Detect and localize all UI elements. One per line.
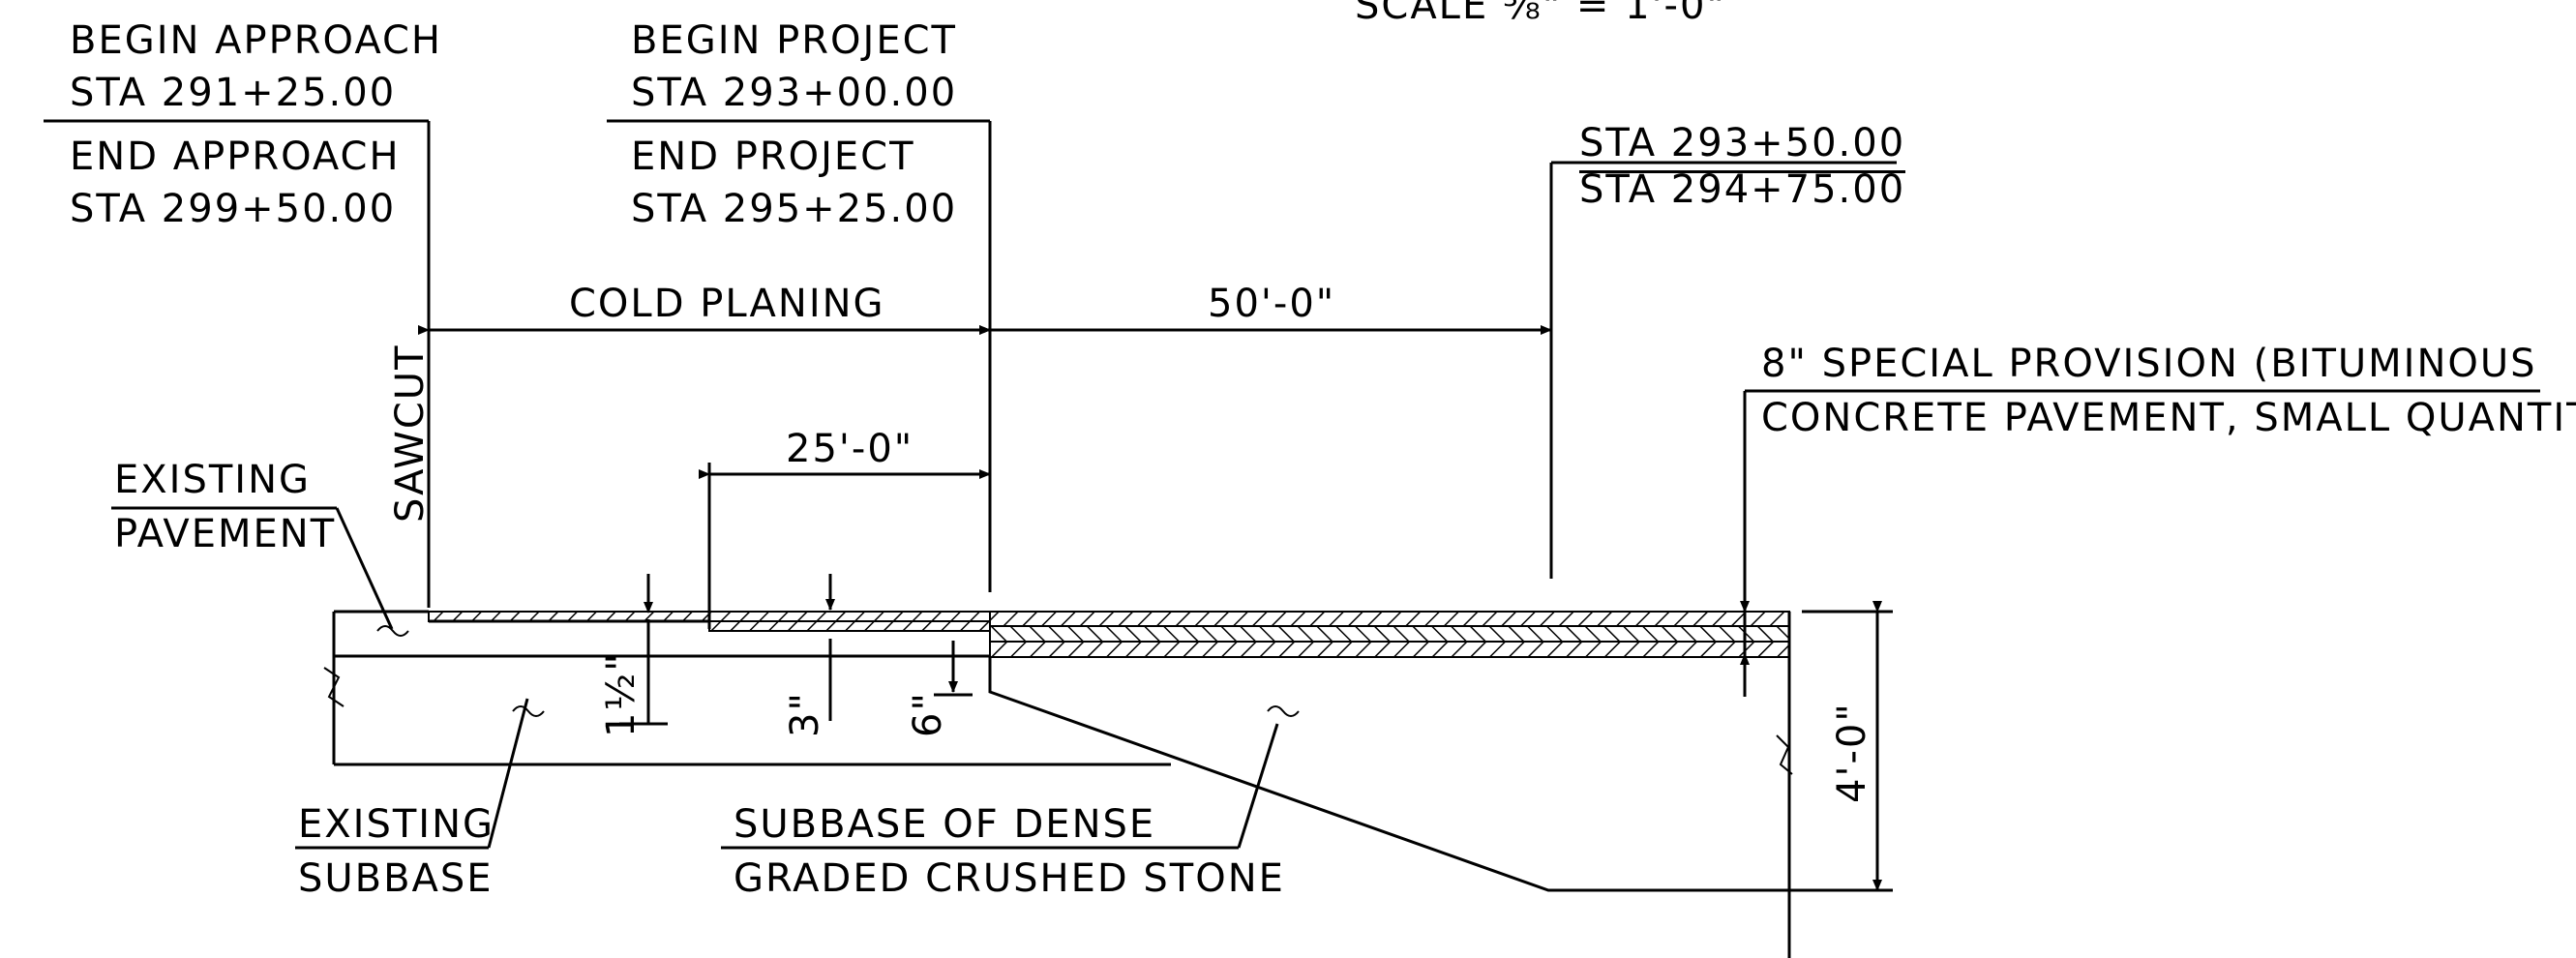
station-right-top: STA 293+50.00: [1579, 120, 1906, 173]
pavement-layers: [428, 611, 1790, 658]
thickness-1-5in: 1½": [599, 651, 644, 737]
begin-project-label: BEGIN PROJECT: [631, 18, 957, 63]
thickness-3in: 3": [783, 691, 827, 737]
end-approach-label: END APPROACH: [70, 135, 401, 179]
station-lines: [44, 119, 2540, 697]
sawcut-label: SAWCUT: [388, 344, 433, 524]
begin-approach-station: STA 291+25.00: [70, 71, 397, 115]
thickness-ticks: [619, 574, 1750, 726]
thickness-6in: 6": [906, 691, 950, 737]
dimension-50ft: 50'-0": [1208, 282, 1336, 326]
special-provision-label-1: 8" SPECIAL PROVISION (BITUMINOUS: [1761, 342, 2537, 386]
begin-project-station: STA 293+00.00: [631, 71, 958, 115]
existing-pavement-label-1: EXISTING: [114, 458, 312, 502]
dimension-lines: [418, 325, 1893, 892]
existing-outline: [323, 610, 1793, 958]
cold-planing-label: COLD PLANING: [569, 282, 885, 326]
end-project-station: STA 295+25.00: [631, 187, 958, 231]
note-leaders: [111, 506, 1279, 850]
station-right-bottom: STA 294+75.00: [1579, 167, 1906, 212]
dense-subbase-label-1: SUBBASE OF DENSE: [734, 802, 1156, 847]
existing-subbase-label-1: EXISTING: [298, 802, 495, 847]
end-project-label: END PROJECT: [631, 135, 915, 179]
scale-note: SCALE ⅜" = 1'-0": [1355, 0, 1726, 28]
existing-pavement-label-2: PAVEMENT: [114, 512, 337, 556]
special-provision-label-2: CONCRETE PAVEMENT, SMALL QUANTITY: [1761, 396, 2576, 440]
depth-4ft: 4'-0": [1830, 702, 1874, 803]
begin-approach-label: BEGIN APPROACH: [70, 18, 442, 63]
existing-subbase-label-2: SUBBASE: [298, 856, 494, 901]
dimension-25ft: 25'-0": [786, 427, 914, 471]
dense-subbase-label-2: GRADED CRUSHED STONE: [734, 856, 1285, 901]
end-approach-station: STA 299+50.00: [70, 187, 397, 231]
